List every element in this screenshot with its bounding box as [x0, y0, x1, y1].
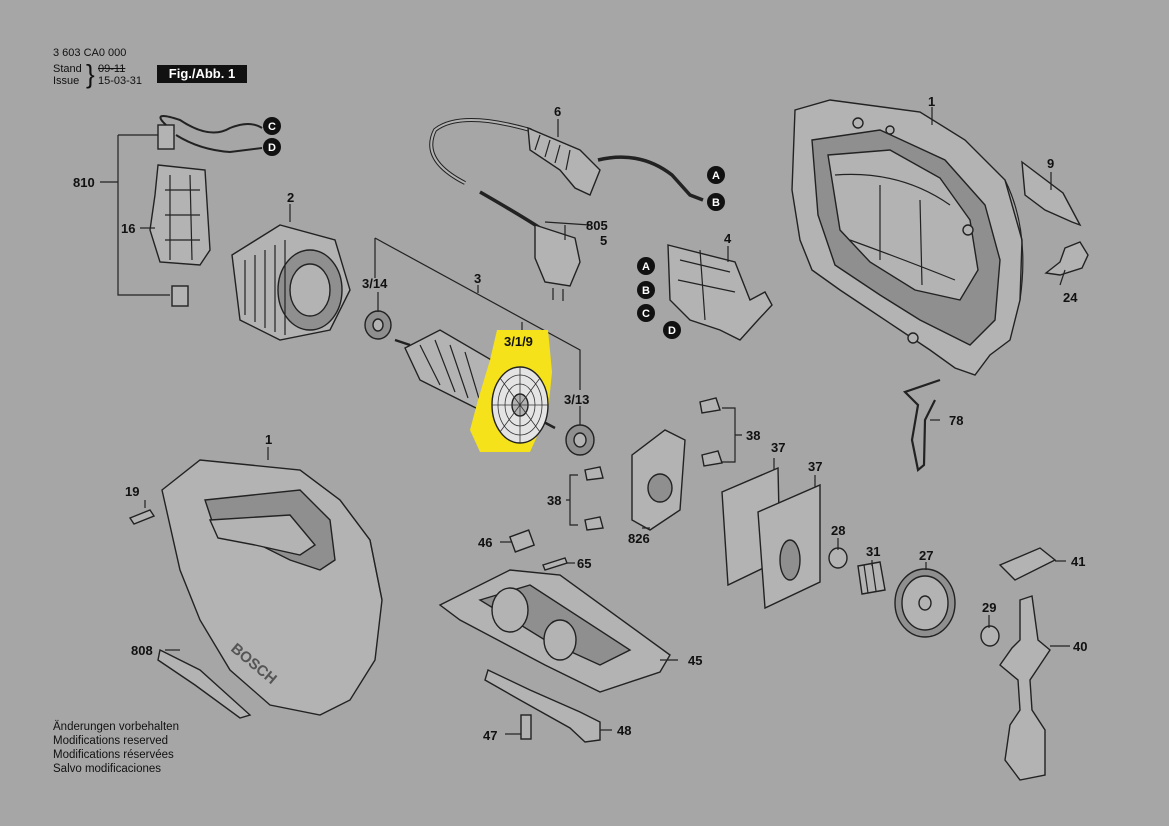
callout-1-top: 1	[928, 94, 935, 109]
svg-text:A: A	[642, 261, 650, 273]
part-28-washer[interactable]	[828, 547, 848, 569]
callout-38-lower: 38	[547, 493, 561, 508]
part-45-base-plate[interactable]	[438, 569, 671, 693]
callout-19: 19	[125, 484, 139, 499]
callout-47: 47	[483, 728, 497, 743]
footer-line-es: Salvo modificaciones	[53, 763, 162, 775]
part-826-plate[interactable]	[631, 429, 686, 531]
document-number: 3 603 CA0 000	[53, 47, 127, 59]
part-41-holder[interactable]	[998, 547, 1057, 581]
part-24-clip[interactable]	[1044, 241, 1089, 276]
callout-78: 78	[949, 413, 963, 428]
svg-text:B: B	[712, 197, 720, 209]
brace-icon: }	[86, 59, 95, 89]
callout-29: 29	[982, 600, 996, 615]
callout-31: 31	[866, 544, 880, 559]
connector-a-cable: A	[707, 166, 725, 184]
callout-1-bottom: 1	[265, 432, 272, 447]
part-31-needle-bearing[interactable]	[857, 561, 886, 595]
callout-826: 826	[628, 531, 650, 546]
part-48-lever[interactable]	[484, 669, 601, 743]
footer-notes: Änderungen vorbehalten Modifications res…	[53, 720, 179, 776]
part-808-guard[interactable]	[157, 648, 252, 719]
footer-line-en: Modifications reserved	[53, 735, 169, 747]
part-9-guard[interactable]	[1021, 160, 1082, 227]
part-19-screw[interactable]	[128, 509, 156, 525]
part-29-bush[interactable]	[980, 625, 1000, 647]
stand-value: 09-11	[98, 63, 126, 75]
callout-6: 6	[554, 104, 561, 119]
callout-9: 9	[1047, 156, 1054, 171]
issue-label: Issue	[53, 75, 80, 87]
callout-48: 48	[617, 723, 631, 738]
connector-c-switch: C	[637, 304, 655, 322]
callout-3-13: 3/13	[564, 392, 589, 407]
part-38-clips-upper[interactable]	[699, 397, 742, 467]
connector-d-switch: D	[663, 321, 681, 339]
callout-810: 810	[73, 175, 95, 190]
callout-808: 808	[131, 643, 153, 658]
part-4-switch[interactable]	[667, 244, 773, 341]
part-65-pin[interactable]	[542, 557, 568, 571]
part-46-pad[interactable]	[508, 529, 536, 553]
power-cable[interactable]	[429, 118, 704, 301]
connector-b-cable: B	[707, 193, 725, 211]
svg-text:B: B	[642, 285, 650, 297]
svg-text:C: C	[268, 121, 276, 133]
footer-line-de: Änderungen vorbehalten	[53, 721, 179, 733]
callout-65: 65	[577, 556, 591, 571]
svg-text:A: A	[712, 170, 720, 182]
callout-45: 45	[688, 653, 702, 668]
callout-2: 2	[287, 190, 294, 205]
part-3-1-9-fan-highlighted[interactable]	[470, 330, 552, 452]
callout-4: 4	[724, 231, 732, 246]
callout-5: 5	[600, 233, 607, 248]
connector-a-switch: A	[637, 257, 655, 275]
callout-16: 16	[121, 221, 135, 236]
stand-label: Stand	[53, 63, 82, 75]
callout-24: 24	[1063, 290, 1078, 305]
connector-c-top: C	[263, 117, 281, 135]
switch-assembly[interactable]	[117, 115, 263, 307]
callout-37-b: 37	[808, 459, 822, 474]
callout-27: 27	[919, 548, 933, 563]
callout-805: 805	[586, 218, 608, 233]
footer-line-fr: Modifications réservées	[53, 749, 174, 761]
callout-41: 41	[1071, 554, 1085, 569]
svg-text:D: D	[668, 325, 676, 337]
housing-half-left[interactable]: BOSCH	[161, 459, 383, 716]
part-38-clips-lower[interactable]	[566, 466, 604, 531]
callout-38-upper: 38	[746, 428, 760, 443]
connector-d-top: D	[263, 138, 281, 156]
callout-3: 3	[474, 271, 481, 286]
svg-text:D: D	[268, 142, 276, 154]
part-27-gear[interactable]	[894, 568, 956, 638]
part-40-plunger[interactable]	[999, 595, 1051, 781]
callout-3-14: 3/14	[362, 276, 388, 291]
issue-value: 15-03-31	[98, 75, 143, 87]
callout-3-1-9: 3/1/9	[504, 334, 533, 349]
callout-37-a: 37	[771, 440, 785, 455]
housing-half-right[interactable]	[791, 99, 1024, 376]
callout-40: 40	[1073, 639, 1087, 654]
connector-b-switch: B	[637, 281, 655, 299]
figure-label: Fig./Abb. 1	[157, 65, 247, 83]
callout-46: 46	[478, 535, 492, 550]
callout-lines	[100, 107, 1070, 735]
part-78-spring[interactable]	[902, 378, 941, 473]
part-2-stator[interactable]	[231, 224, 351, 341]
callout-28: 28	[831, 523, 845, 538]
part-47-screw[interactable]	[520, 714, 532, 740]
svg-text:C: C	[642, 308, 650, 320]
